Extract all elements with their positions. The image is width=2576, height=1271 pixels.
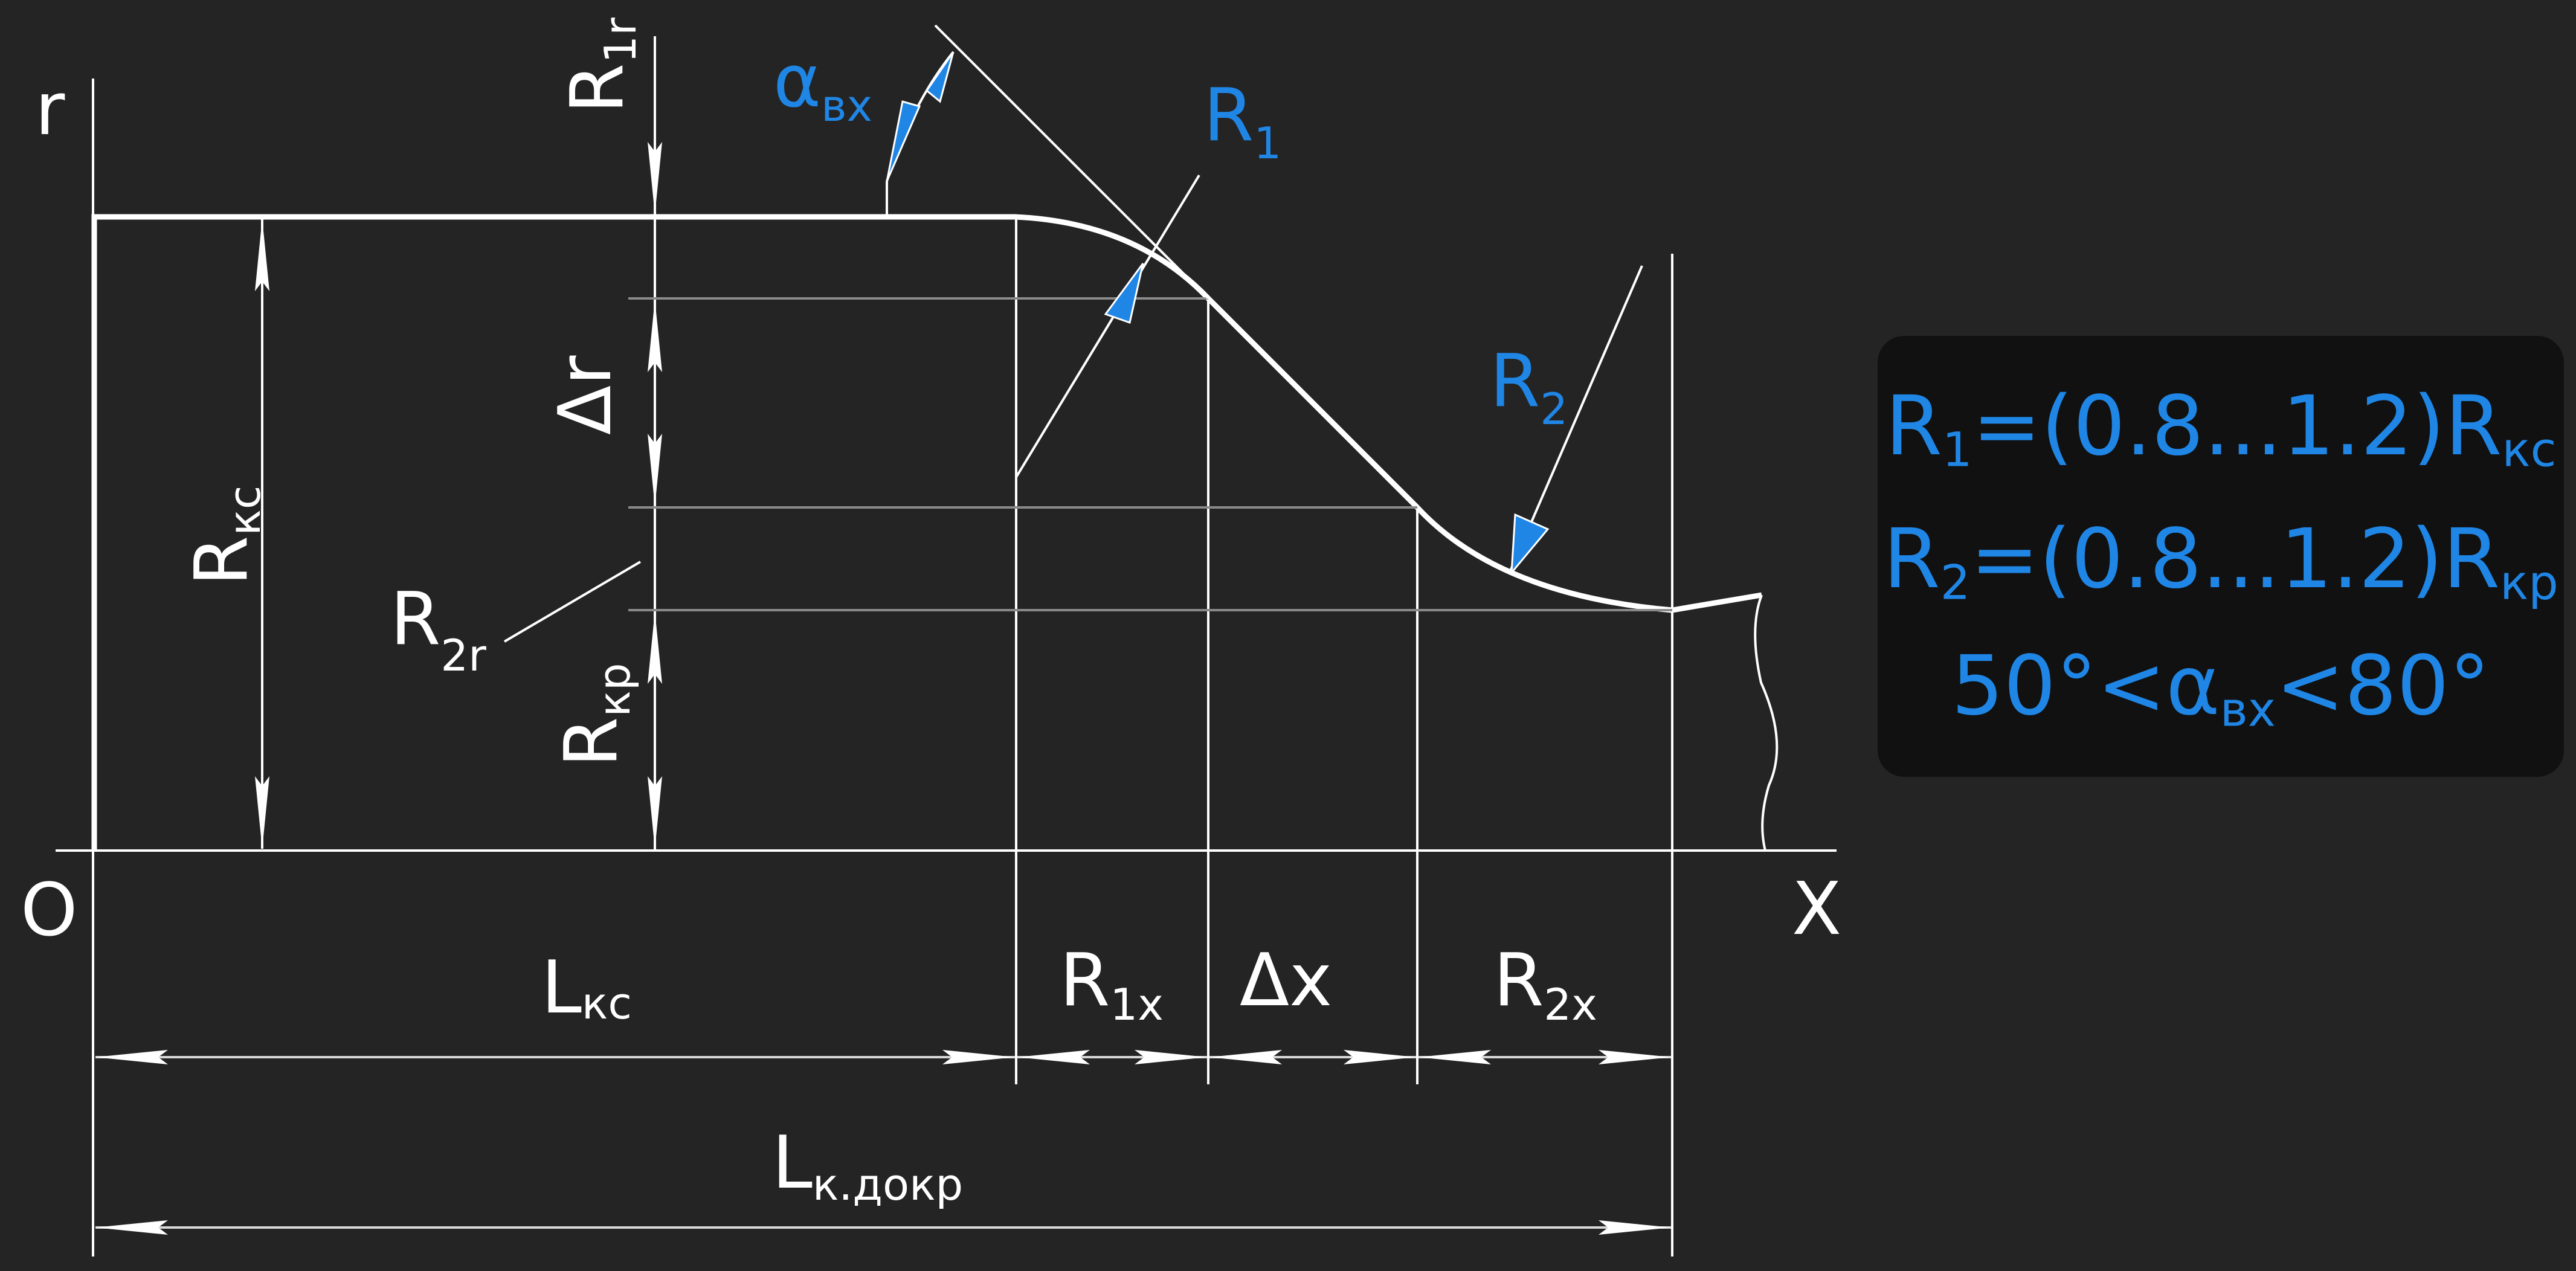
- x-axis-label: X: [1792, 867, 1841, 951]
- origin-label: O: [21, 869, 77, 953]
- lks-label: Lкс: [541, 946, 632, 1030]
- r2-label: R2: [1490, 339, 1568, 434]
- r1-leader: [1015, 174, 1200, 478]
- reference-lines: [628, 297, 1672, 611]
- r1r-label: R1r: [556, 18, 646, 114]
- alpha-in-label: αвх: [773, 40, 872, 131]
- delta-x-label: Δx: [1240, 939, 1332, 1023]
- l-total-label: Lк.докр: [772, 1121, 963, 1210]
- formula-r1: R1=(0.8...1.2)Rкс: [1885, 379, 2557, 478]
- alpha-angle-arc: [886, 51, 955, 215]
- r2-leader: [1509, 265, 1643, 576]
- rkr-label: Rкр: [550, 663, 640, 767]
- delta-r-label: Δr: [544, 355, 628, 435]
- formula-alpha-range: 50°<αвх<80°: [1951, 639, 2490, 738]
- r2r-label: R2r: [390, 578, 486, 681]
- formula-panel: R1=(0.8...1.2)Rкс R2=(0.8...1.2)Rкр 50°<…: [1878, 336, 2564, 777]
- tangent-line: [934, 24, 1209, 300]
- nozzle-contour: [91, 214, 1762, 852]
- break-line: [1754, 594, 1779, 851]
- r1x-label: R1x: [1060, 939, 1164, 1030]
- r2r-leader: [503, 561, 642, 643]
- r2x-label: R2x: [1493, 939, 1597, 1030]
- formula-r2: R2=(0.8...1.2)Rкр: [1883, 512, 2558, 611]
- r1-label: R1: [1203, 74, 1281, 169]
- r-axis-label: r: [35, 68, 65, 152]
- rks-label: Rкс: [180, 486, 270, 586]
